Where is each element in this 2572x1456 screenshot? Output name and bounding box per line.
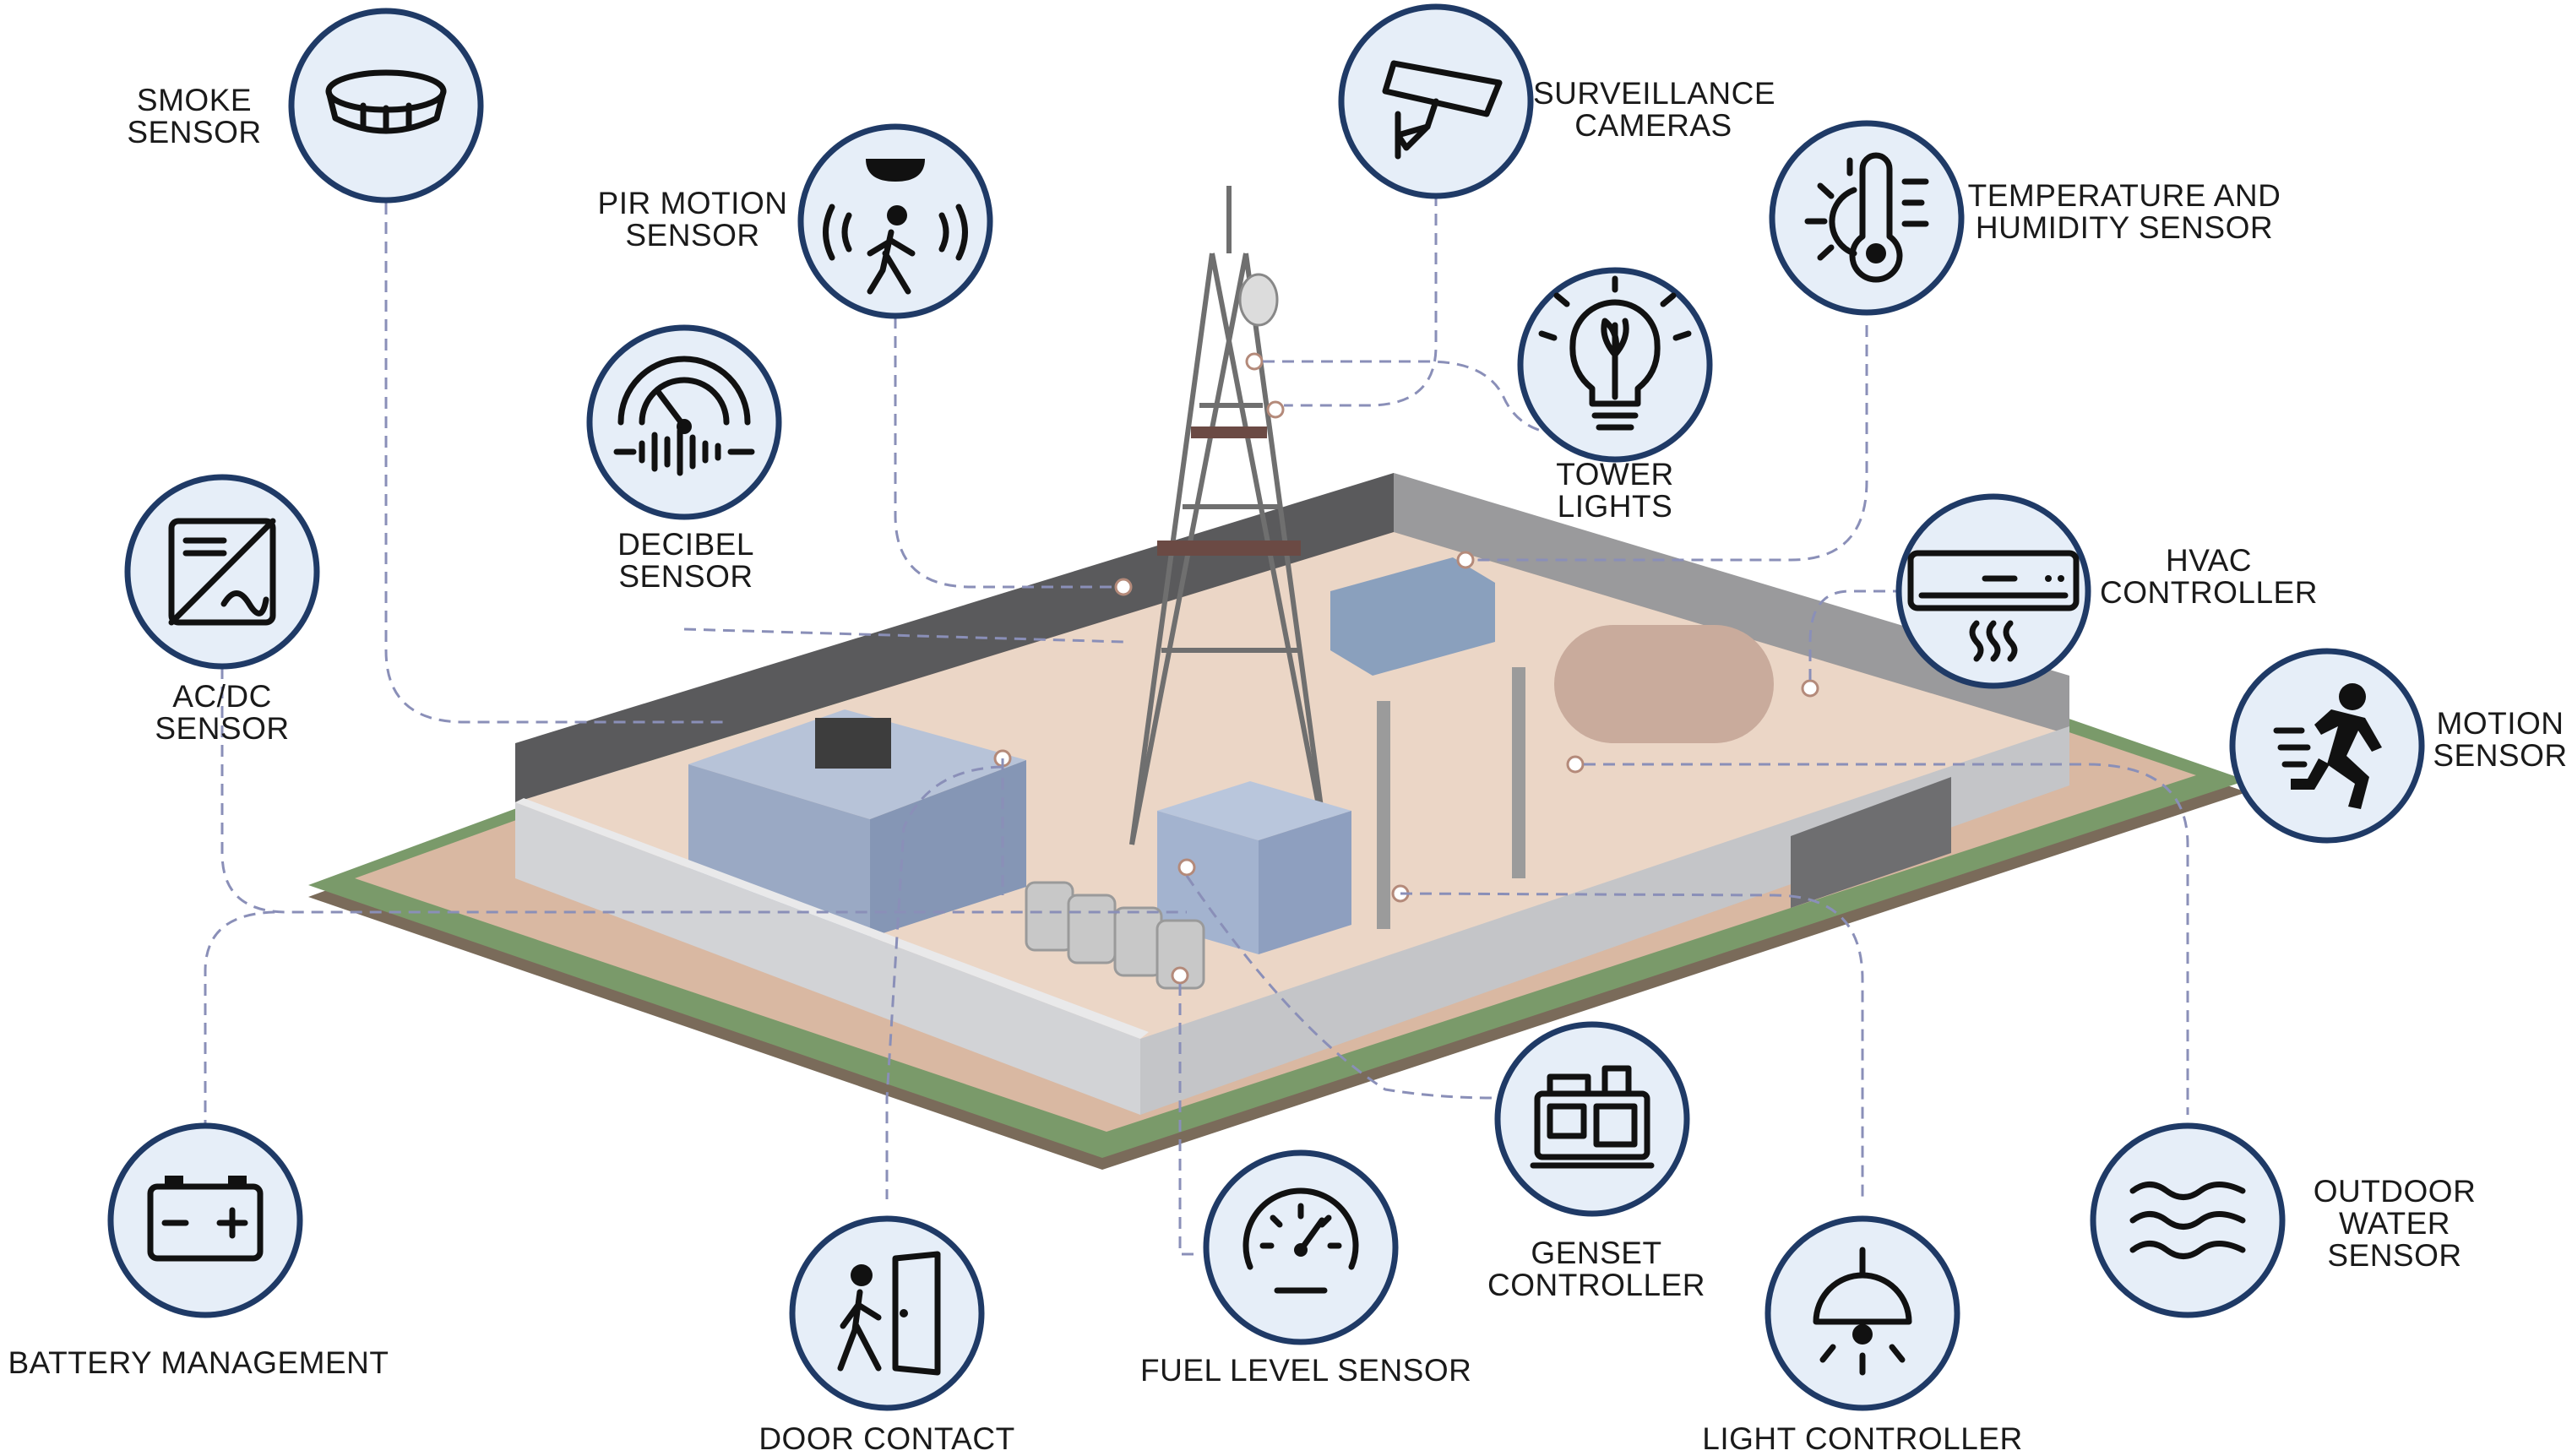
label-hvac-controller: HVAC CONTROLLER [2100,543,2318,610]
sensor-markers [993,352,1819,985]
smoke-sensor-node [288,8,484,204]
center-cabinet-side [1259,811,1351,954]
genset-controller-node [1494,1021,1690,1217]
air-conditioner-icon [1907,550,2080,662]
label-surveillance-cameras: SURVEILLANCE CAMERAS [1533,76,1776,143]
back-wall-right [1394,473,2069,735]
smoke-detector-icon [325,69,447,134]
genset-enclosure [1330,557,1495,676]
label-tower-lights: TOWER LIGHTS [1556,457,1674,524]
label-battery-management: BATTERY MANAGEMENT [8,1345,389,1380]
front-wall-left-top [515,798,1149,1039]
door-contact-node [789,1215,985,1411]
tower-lights-node [1517,267,1713,463]
equipment-shelter-side [870,760,1026,937]
water-waves-icon [2129,1182,2246,1259]
gate [1791,777,1951,908]
fuel-tank-large [1554,625,1774,743]
label-motion-sensor: MOTION SENSOR [2433,706,2568,773]
decibel-sensor-node [586,324,782,520]
label-acdc-sensor: AC/DC SENSOR [155,679,290,746]
tower-platform-lower [1157,541,1301,556]
front-wall-left [515,802,1140,1115]
door-exit-icon [837,1251,941,1376]
tower-platform-upper [1191,426,1267,438]
battery-cells [815,718,891,769]
battery-icon [147,1176,264,1262]
label-smoke-sensor: SMOKE SENSOR [127,83,262,149]
label-outdoor-water-sensor: OUTDOOR WATER SENSOR [2313,1174,2477,1273]
outdoor-water-sensor-node [2090,1122,2286,1318]
ac-dc-converter-icon [168,518,276,626]
connector-lines [204,194,2189,1256]
thermometer-sun-icon [1804,152,1929,283]
decibel-meter-icon [613,356,755,476]
temperature-humidity-node [1769,120,1965,316]
light-bulb-icon [1538,275,1692,431]
battery-management-node [107,1122,303,1318]
motion-sensor-node [2229,648,2425,844]
tower-dish [1238,273,1279,327]
light-poles [1377,667,1525,929]
label-pir-motion-sensor: PIR MOTION SENSOR [597,186,788,253]
site-illustration [308,186,2247,1170]
pir-motion-icon [823,159,968,295]
equipment-shelter-front [688,764,870,937]
label-genset-controller: GENSET CONTROLLER [1487,1236,1705,1302]
generator-icon [1530,1065,1655,1169]
fuel-level-sensor-node [1203,1149,1399,1345]
ceiling-lamp-icon [1813,1247,1912,1376]
hvac-controller-node [1895,493,2091,689]
center-cabinet-front [1157,811,1259,954]
gauge-icon [1242,1187,1359,1294]
pir-motion-sensor-node [797,123,993,319]
label-temperature-humidity-sensor: TEMPERATURE AND HUMIDITY SENSOR [1967,178,2281,245]
cctv-camera-icon [1382,60,1503,160]
acdc-sensor-node [124,474,320,670]
running-person-icon [2273,683,2382,809]
light-controller-node [1765,1215,1960,1411]
label-decibel-sensor: DECIBEL SENSOR [617,527,754,594]
label-fuel-level-sensor: FUEL LEVEL SENSOR [1140,1353,1472,1388]
label-light-controller: LIGHT CONTROLLER [1702,1421,2023,1456]
label-door-contact: DOOR CONTACT [759,1421,1015,1456]
center-cabinet-top [1157,781,1351,840]
surveillance-cameras-node [1338,3,1534,199]
